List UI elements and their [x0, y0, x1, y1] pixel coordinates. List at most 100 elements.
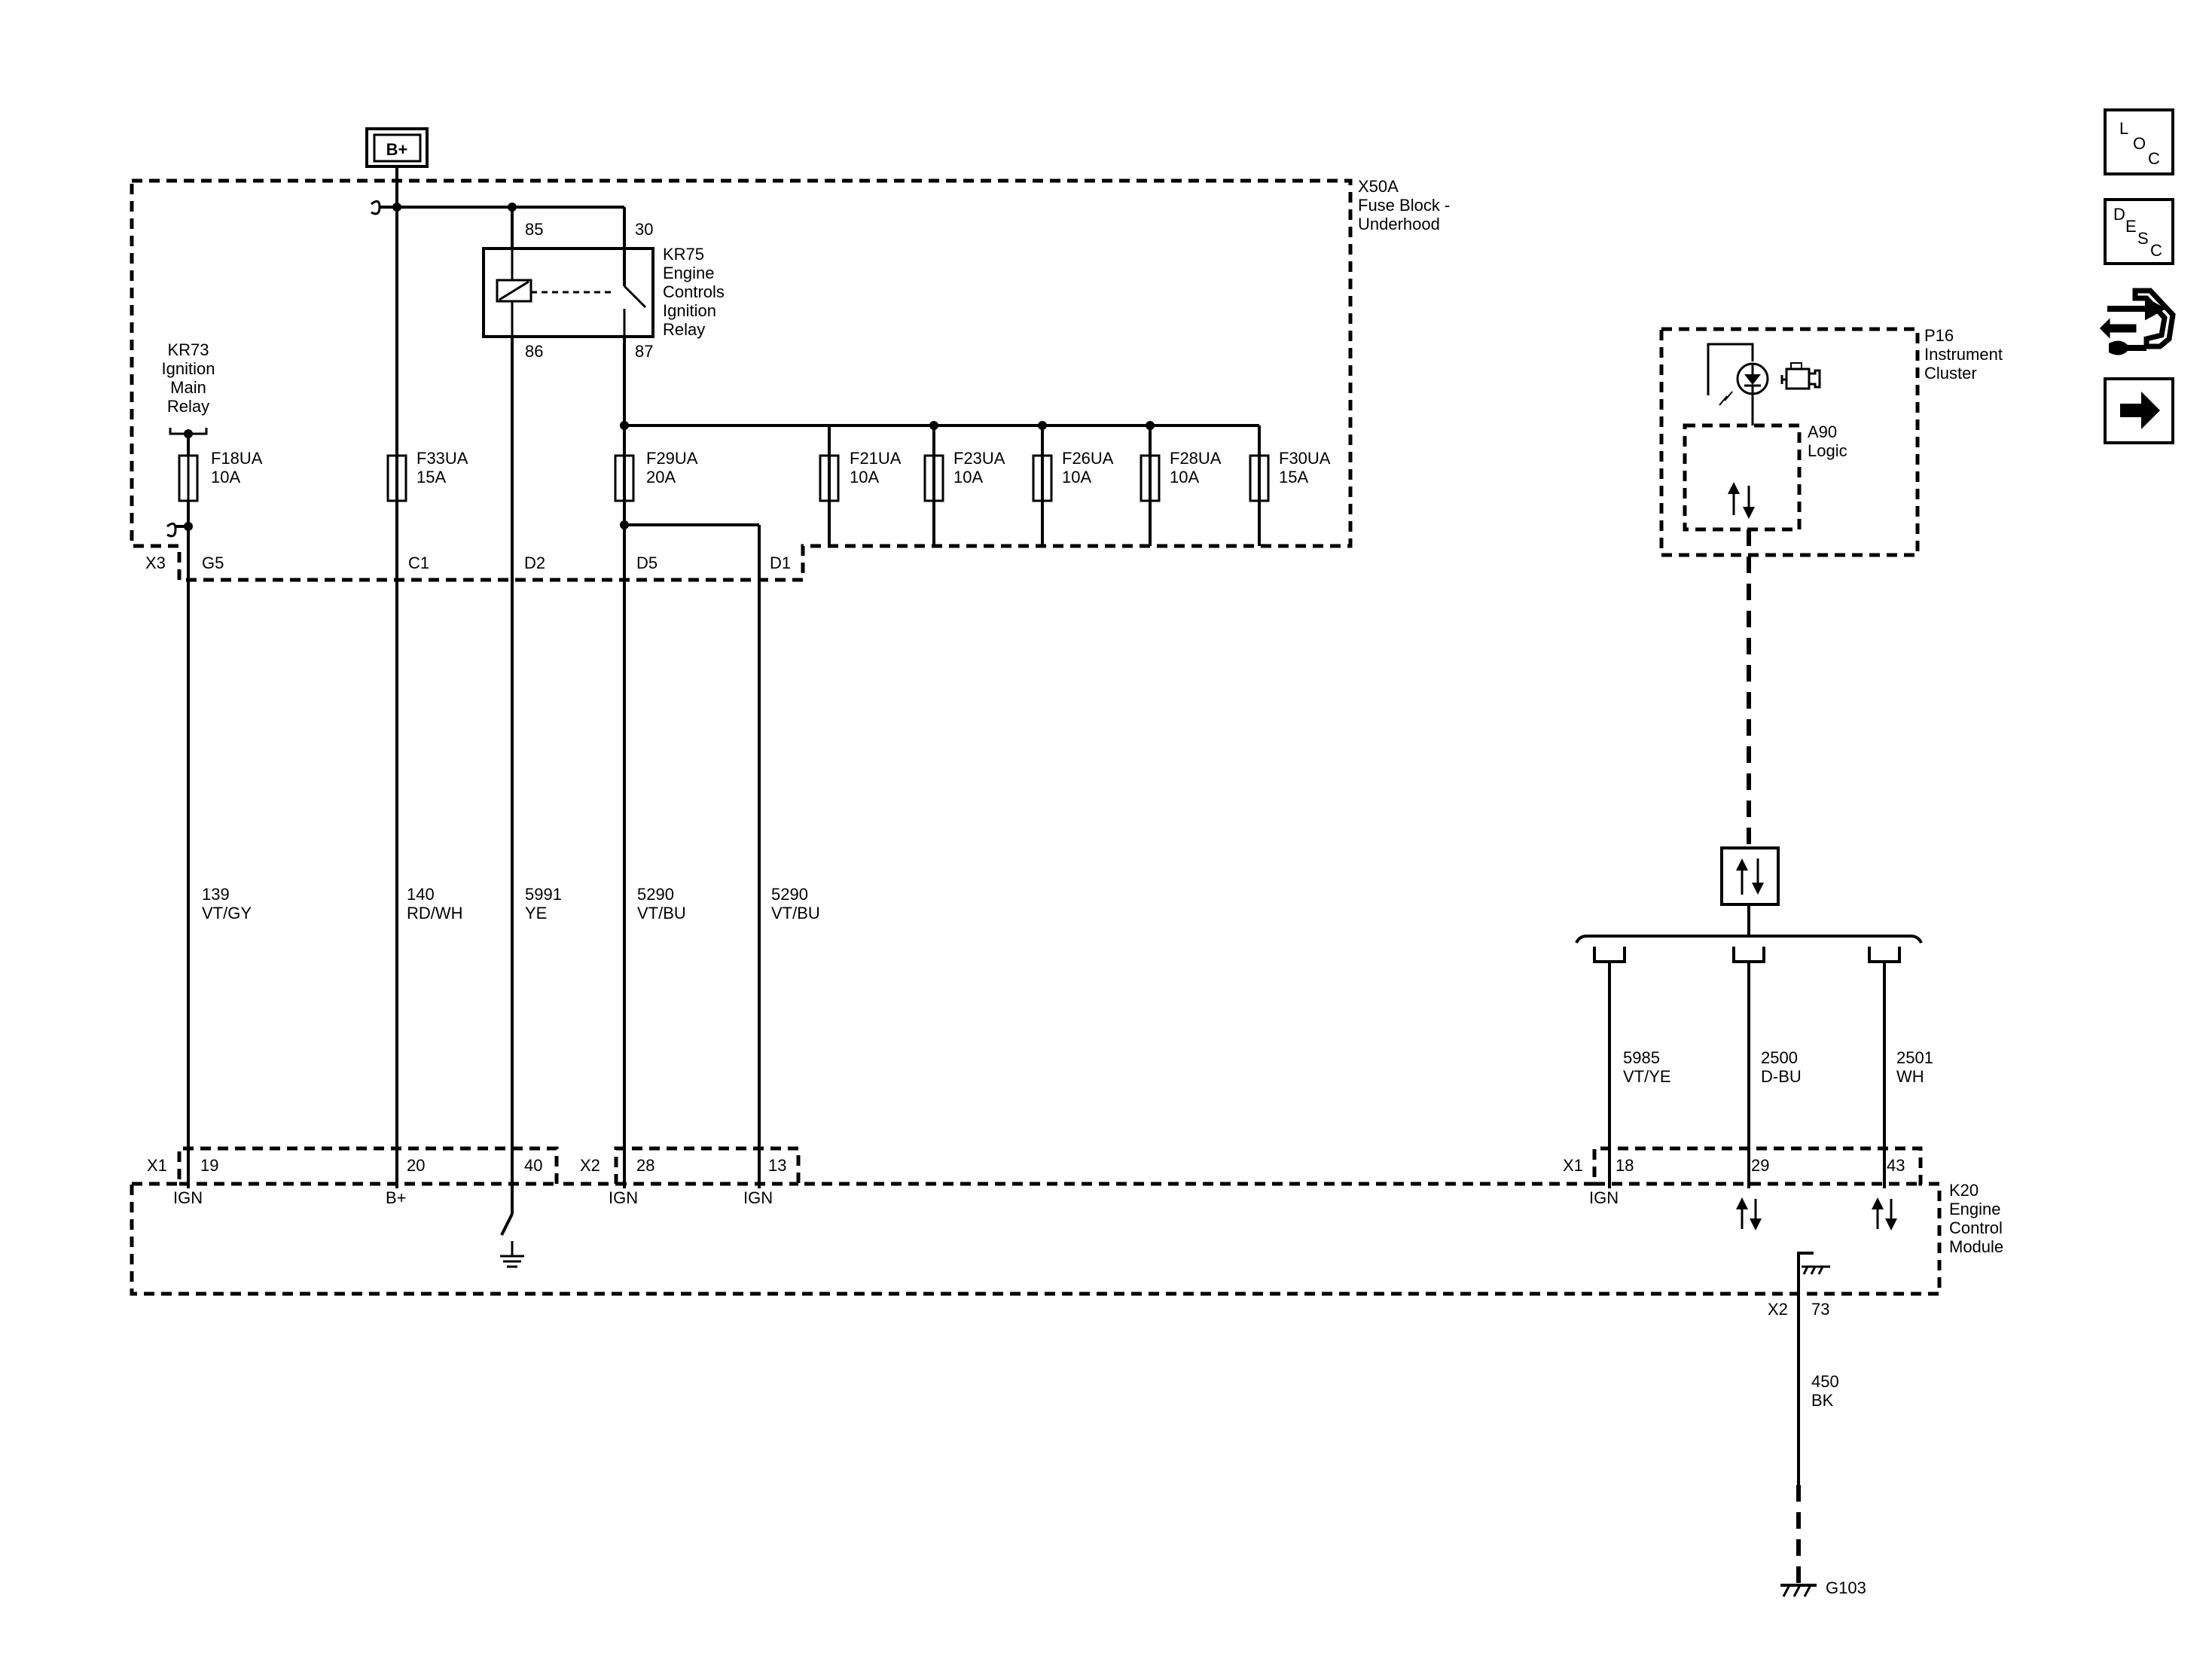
- fuse-id: F29UA: [646, 449, 698, 468]
- logic-id: A90: [1808, 422, 1837, 441]
- fuse-rating: 10A: [953, 468, 983, 486]
- relay-kr73-id: KR73: [167, 340, 209, 359]
- fuse-rating: 10A: [850, 468, 879, 486]
- fuse-f18ua: [178, 454, 199, 502]
- location-button[interactable]: L O C: [2104, 108, 2174, 175]
- wire-color: VT/YE: [1623, 1067, 1671, 1086]
- connector-x3-id: X3: [145, 554, 166, 572]
- relay-kr75-id: KR75: [663, 245, 704, 264]
- fuse-rating: 15A: [1279, 468, 1308, 486]
- instrument-cluster-name: Cluster: [1924, 364, 1977, 383]
- ecm-pin-label: IGN: [173, 1188, 203, 1207]
- relay-kr75-name: Engine: [663, 264, 715, 282]
- fuse-rating: 10A: [1170, 468, 1199, 486]
- ecm-id: K20: [1949, 1181, 1979, 1200]
- relay-pin-86: 86: [525, 342, 543, 361]
- wire-circuit: 140: [407, 885, 435, 904]
- internal-switch: [500, 1213, 514, 1236]
- relay-kr75-name: Ignition: [663, 301, 716, 320]
- nav-letter: D: [2113, 205, 2125, 224]
- wire-color: RD/WH: [407, 904, 463, 923]
- connector-pin: 43: [1887, 1156, 1905, 1175]
- logic-name: Logic: [1808, 441, 1847, 460]
- relay-coil: [496, 279, 532, 303]
- fuse-rating: 15A: [416, 468, 446, 486]
- wire-circuit: 450: [1811, 1372, 1839, 1391]
- relay-kr73-name: Relay: [167, 397, 209, 416]
- data-comm-arrows-icon: [1872, 1197, 1897, 1231]
- nav-letter: S: [2137, 229, 2149, 248]
- chassis-ground-icon: [500, 1241, 524, 1268]
- relay-kr75: [482, 247, 654, 338]
- description-button[interactable]: D E S C: [2104, 198, 2174, 265]
- connector-pin: 29: [1751, 1156, 1769, 1175]
- ecm-outline: [130, 1146, 1942, 1296]
- logic-module-outline: [1683, 423, 1802, 532]
- wire-circuit: 5991: [525, 885, 562, 904]
- nav-letter: C: [2150, 241, 2162, 260]
- relay-kr73-name: Main: [170, 378, 206, 397]
- fuse-block-name: Fuse Block -: [1358, 196, 1450, 215]
- wire-circuit: 5985: [1623, 1048, 1660, 1067]
- nav-letter: L: [2119, 119, 2128, 138]
- data-comm-arrows-icon: [1736, 1197, 1762, 1231]
- fuse-f28ua: [1140, 454, 1161, 502]
- wire-circuit: 5290: [771, 885, 808, 904]
- instrument-cluster-name: Instrument: [1924, 345, 2003, 364]
- wire-circuit: 2501: [1896, 1048, 1933, 1067]
- fuse-f30ua: [1249, 454, 1270, 502]
- ecm-name: Module: [1949, 1237, 2003, 1256]
- splice-bracket: [1575, 935, 1923, 944]
- fuse-id: F26UA: [1062, 449, 1114, 468]
- connector-pin: 40: [524, 1156, 542, 1175]
- connector-pin: G5: [202, 554, 224, 572]
- fuse-rating: 10A: [211, 468, 240, 486]
- fuse-rating: 20A: [646, 468, 676, 486]
- data-comm-arrows-icon: [1736, 858, 1764, 895]
- power-source-label: B+: [386, 140, 408, 159]
- connector-pin: D1: [770, 554, 791, 572]
- fuse-id: F18UA: [211, 449, 263, 468]
- fuse-rating: 10A: [1062, 468, 1091, 486]
- wire-color: WH: [1896, 1067, 1924, 1086]
- fuse-f23ua: [923, 454, 944, 502]
- ground-g103-icon: [1780, 1584, 1817, 1597]
- ecm-name: Engine: [1949, 1200, 2001, 1218]
- ground-id: G103: [1826, 1578, 1866, 1597]
- connector-pin: D5: [636, 554, 657, 572]
- connector-pin: 18: [1616, 1156, 1634, 1175]
- fuse-id: F28UA: [1170, 449, 1222, 468]
- connector-repair-icon[interactable]: [2099, 288, 2176, 355]
- connector-pin: 19: [200, 1156, 218, 1175]
- fuse-id: F30UA: [1279, 449, 1331, 468]
- nav-letter: E: [2125, 217, 2137, 236]
- nav-letter: C: [2148, 149, 2160, 168]
- splice-pack: [1720, 846, 1780, 906]
- ecm-pin-label: IGN: [743, 1188, 773, 1207]
- fuse-id: F33UA: [416, 449, 468, 468]
- connector-x1-id: X1: [1563, 1156, 1583, 1175]
- connector-x2-id: X2: [1768, 1300, 1788, 1319]
- wire-color: VT/BU: [771, 904, 820, 923]
- relay-pin-85: 85: [525, 220, 543, 239]
- ecm-name: Control: [1949, 1218, 2003, 1237]
- wire-circuit: 2500: [1761, 1048, 1798, 1067]
- relay-switch: [623, 285, 647, 309]
- wire-color: YE: [525, 904, 547, 923]
- fuse-block-id: X50A: [1358, 177, 1399, 196]
- fuse-f29ua: [614, 454, 635, 502]
- fuse-id: F21UA: [850, 449, 902, 468]
- connector-pin: D2: [524, 554, 545, 572]
- fuse-f21ua: [819, 454, 840, 502]
- data-comm-arrows-icon: [1728, 482, 1755, 519]
- instrument-cluster-id: P16: [1924, 326, 1954, 345]
- ecm-pin-label: B+: [386, 1188, 407, 1207]
- wire-color: D-BU: [1761, 1067, 1802, 1086]
- connector-x1-id: X1: [147, 1156, 167, 1175]
- wire-color: VT/BU: [637, 904, 686, 923]
- engine-icon: [1780, 362, 1821, 390]
- relay-pin-87: 87: [635, 342, 653, 361]
- wire-color: BK: [1811, 1391, 1834, 1410]
- next-arrow-icon[interactable]: [2104, 377, 2174, 444]
